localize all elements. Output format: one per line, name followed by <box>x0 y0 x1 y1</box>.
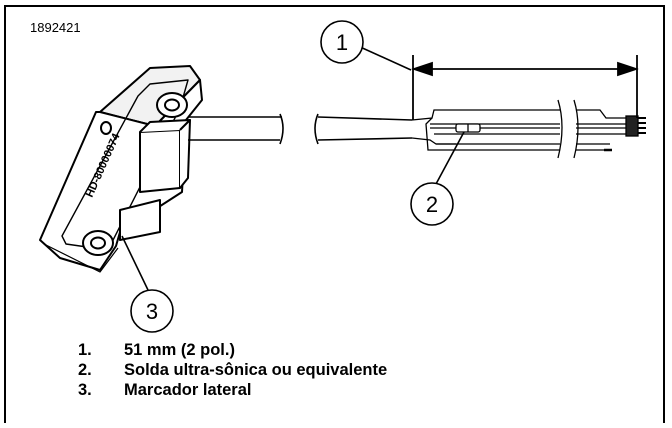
callout-3: 3 <box>130 289 174 333</box>
legend: 1. 51 mm (2 pol.) 2. Solda ultra-sônica ou… <box>78 340 387 400</box>
callout-1: 1 <box>320 20 364 64</box>
legend-item-3-number: 3. <box>78 381 92 399</box>
legend-item-1-number: 1. <box>78 341 92 359</box>
callout-leaders <box>121 45 465 291</box>
legend-item-1-text: 51 mm (2 pol.) <box>124 341 235 359</box>
legend-item-1: 1. 51 mm (2 pol.) <box>78 340 387 360</box>
side-marker-lamp: HD-80000074 <box>39 65 203 273</box>
legend-item-2-text: Solda ultra-sônica ou equivalente <box>124 361 388 379</box>
wire-harness <box>411 99 646 159</box>
figure-frame <box>4 5 665 423</box>
legend-item-2-number: 2. <box>78 361 92 379</box>
callout-1-number: 1 <box>336 30 348 55</box>
callout-2-number: 2 <box>426 192 438 217</box>
legend-item-2: 2. Solda ultra-sônica ou equivalente <box>78 360 387 380</box>
figure-id: 1892421 <box>30 20 81 35</box>
lamp-cable <box>188 113 413 145</box>
callout-3-number: 3 <box>146 299 158 324</box>
dimension-arrow <box>411 55 639 120</box>
legend-item-3-text: Marcador lateral <box>124 381 252 399</box>
callout-2: 2 <box>410 182 454 226</box>
legend-item-3: 3. Marcador lateral <box>78 380 387 400</box>
